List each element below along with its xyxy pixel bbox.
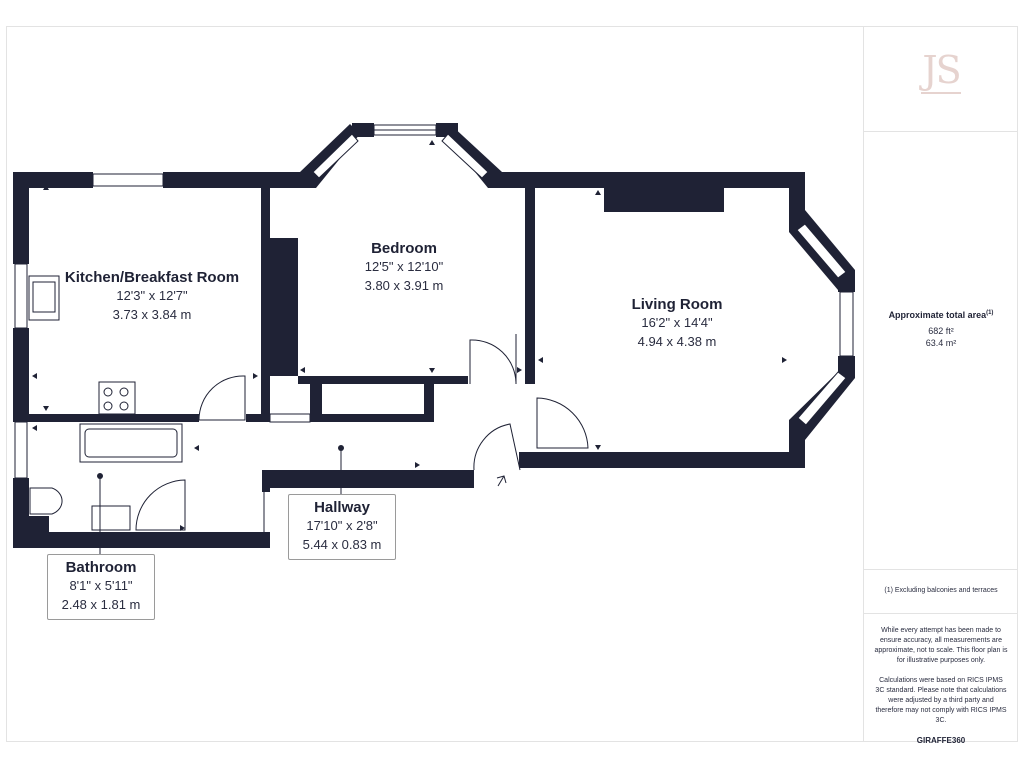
room-bedroom-imperial: 12'5" x 12'10" (364, 259, 444, 274)
room-bathroom-name: Bathroom (65, 559, 137, 576)
room-bathroom: Bathroom 8'1" x 5'11" 2.48 x 1.81 m (47, 554, 155, 620)
wall-kitchen-bottom-right (246, 414, 270, 422)
calc-note: Calculations were based on RICS IPMS 3C … (875, 677, 1007, 724)
room-kitchen-imperial: 12'3" x 12'7" (116, 288, 188, 303)
kitchen-sink (28, 275, 60, 321)
room-bathroom-imperial: 8'1" x 5'11" (69, 578, 133, 593)
window-kitchen-left (14, 263, 28, 329)
kitchen-hob (98, 381, 136, 415)
room-hallway-imperial: 17'10" x 2'8" (306, 518, 378, 533)
wall-hall-stub-2 (424, 376, 434, 422)
markers (32, 140, 787, 556)
wall-bedroom-closet (270, 238, 298, 376)
window-bay-right (441, 133, 489, 179)
area-title: Approximate total area(1) (864, 310, 1018, 320)
window-living-upper (796, 223, 847, 279)
wall-kitchen-top-right (163, 172, 313, 188)
door-living (536, 397, 589, 449)
door-bedroom (469, 339, 517, 385)
wall-partition-kb (261, 172, 270, 420)
room-hallway-metric: 5.44 x 0.83 m (302, 537, 382, 552)
area-m: 63.4 m² (925, 338, 957, 348)
bath-tub (79, 423, 183, 463)
floorplan-frame (6, 26, 1018, 742)
wall-left-upper (13, 172, 29, 264)
room-bedroom-metric: 3.80 x 3.91 m (364, 278, 444, 293)
bathroom-basin (91, 505, 131, 531)
area-section: Approximate total area(1) 682 ft² 63.4 m… (864, 132, 1018, 570)
wall-bathroom-corner (29, 516, 49, 532)
room-living: Living Room 16'2" x 14'4" 4.94 x 4.38 m (632, 296, 723, 351)
window-kitchen-top (92, 173, 164, 187)
wall-bathroom-bottom (13, 532, 270, 548)
entrance-arrow-icon (496, 475, 507, 487)
windows (14, 124, 854, 479)
fixtures (28, 275, 424, 531)
logo-section: JS (864, 26, 1018, 132)
floor-plan (13, 123, 855, 556)
window-living-right (839, 291, 854, 357)
wall-living-bottom-left (519, 452, 539, 468)
brand-name: GIRAFFE360 (916, 736, 966, 745)
window-living-lower (797, 371, 847, 426)
door-entrance (473, 423, 521, 471)
wall-top-living (490, 172, 805, 188)
window-bathroom-left (14, 421, 28, 479)
disclaimer-text: While every attempt has been made to ens… (874, 627, 1008, 664)
wall-living-bottom (535, 452, 805, 468)
room-kitchen-metric: 3.73 x 3.84 m (112, 307, 192, 322)
wall-hall-top (310, 414, 434, 422)
room-living-imperial: 16'2" x 14'4" (641, 315, 713, 330)
wall-left-mid (13, 328, 29, 422)
door-kitchen (198, 375, 246, 421)
room-hallway-name: Hallway (314, 499, 370, 516)
wall-left-lower (13, 478, 29, 548)
wall-hall-bottom-stub (262, 470, 270, 492)
wall-bay-topleft (352, 123, 374, 137)
disclaimer-section: While every attempt has been made to ens… (864, 626, 1018, 745)
toilet (29, 487, 63, 515)
wall-kitchen-top-left (13, 172, 93, 188)
company-logo: JS (922, 48, 961, 92)
wall-living-right-top (789, 172, 805, 222)
exclusion-section: (1) Excluding balconies and terraces (864, 570, 1018, 614)
window-bay-left (312, 133, 359, 179)
logo-underline (921, 92, 961, 94)
info-panel: JS Approximate total area(1) 682 ft² 63.… (863, 26, 1018, 745)
door-bathroom (135, 479, 186, 531)
wall-living-bay-mid-top (838, 276, 855, 292)
area-footnote-mark: (1) (986, 310, 994, 316)
exclusion-note: (1) Excluding balconies and terraces (884, 587, 998, 594)
area-title-text: Approximate total area (888, 310, 987, 320)
room-bathroom-metric: 2.48 x 1.81 m (61, 597, 141, 612)
wall-hall-bottom (262, 470, 474, 488)
window-hall (269, 413, 311, 423)
room-bedroom: Bedroom 12'5" x 12'10" 3.80 x 3.91 m (365, 240, 444, 295)
room-living-name: Living Room (631, 296, 723, 313)
wall-hall-stub (310, 376, 322, 422)
room-bedroom-name: Bedroom (371, 240, 437, 257)
area-ft: 682 ft² (928, 326, 954, 336)
wall-chimney (604, 188, 724, 212)
room-hallway: Hallway 17'10" x 2'8" 5.44 x 0.83 m (288, 494, 396, 560)
room-kitchen-name: Kitchen/Breakfast Room (64, 269, 240, 286)
room-living-metric: 4.94 x 4.38 m (637, 334, 717, 349)
wall-kitchen-bottom (29, 414, 199, 422)
room-kitchen: Kitchen/Breakfast Room 12'3" x 12'7" 3.7… (65, 269, 239, 324)
wall-partition-bl (525, 172, 535, 384)
walls (13, 123, 855, 548)
doors (135, 334, 589, 532)
